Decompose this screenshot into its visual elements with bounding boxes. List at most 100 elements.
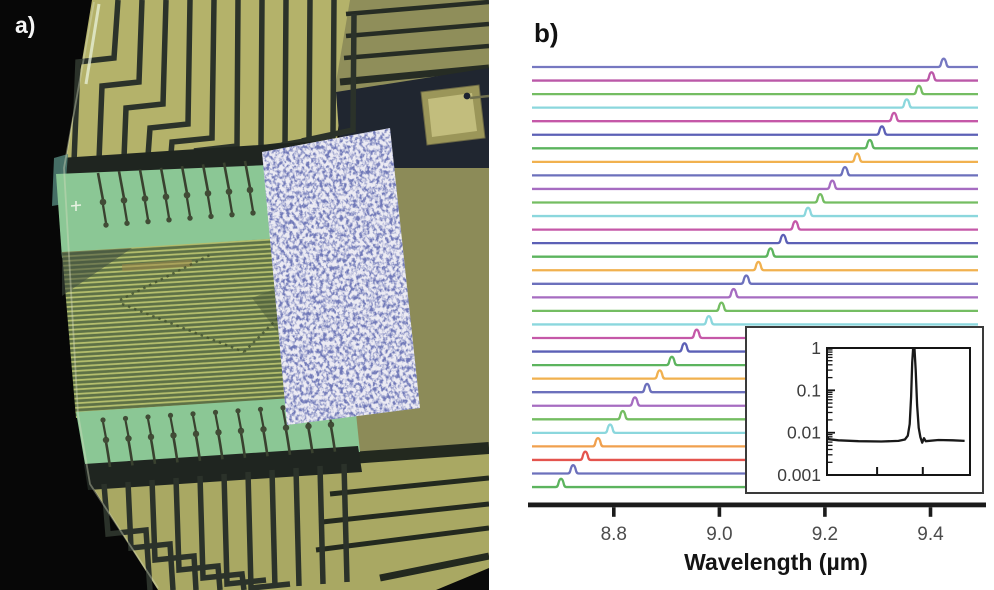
bond-ball: [215, 429, 222, 436]
bond-ball: [280, 405, 286, 411]
spectrum-line-29: [532, 436, 978, 448]
spectrum-line-28: [532, 423, 978, 434]
x-tick-label: 9.4: [917, 524, 944, 545]
photo-corner-shadow: [436, 568, 489, 590]
spectrum-line-14: [532, 233, 978, 245]
panel-a-label: a): [15, 12, 35, 38]
chip-trace: [101, 483, 153, 590]
bond-wire: [236, 412, 243, 430]
chip-edge-glint: [84, 3, 101, 85]
spectrum-line-19: [532, 301, 978, 313]
bond-ball: [145, 218, 151, 225]
chip-trace: [301, 13, 357, 144]
x-axis-title: Wavelength (µm): [684, 549, 868, 575]
chip-edge-highlight: [63, 1, 159, 589]
chip-trace: [341, 463, 350, 583]
bond-ball: [190, 411, 196, 417]
bottom-trace-fan: [101, 463, 350, 590]
chip-trace: [125, 481, 176, 590]
spectrum-line-18: [532, 287, 978, 299]
x-tick: [928, 507, 933, 517]
bond-ball: [187, 215, 193, 221]
bond-wire: [214, 414, 220, 431]
ridge-gold-smudge: [121, 259, 193, 272]
ridge-shadow-left: [62, 248, 132, 296]
inset-ytick-label: 0.01: [787, 423, 821, 443]
spectrum-line-11: [532, 193, 978, 204]
chip-trace: [96, 0, 145, 161]
bond-wire: [104, 441, 112, 468]
spectrum-line-12: [532, 206, 978, 218]
bond-wire: [259, 411, 265, 428]
spectrum-line-25: [532, 382, 978, 394]
bond-wire: [124, 420, 130, 437]
bond-wire: [329, 426, 337, 452]
bond-ball: [250, 210, 256, 216]
bond-ball: [204, 190, 212, 197]
spectrum-line-16: [532, 260, 978, 272]
bond-ball: [125, 435, 132, 442]
spectra-lines: [532, 57, 978, 489]
x-axis-line: [528, 502, 986, 508]
bond-wire: [227, 194, 234, 213]
ridge-diagonal-features: [119, 252, 333, 354]
bond-ball: [229, 211, 235, 218]
bond-wire: [206, 196, 213, 215]
spectrum-line-8: [532, 152, 978, 163]
bond-ball: [225, 188, 233, 195]
spectrum-line-32: [532, 477, 978, 489]
bond-ball: [282, 424, 290, 431]
spectrum-line-2: [532, 71, 978, 82]
spectrum-line-23: [532, 355, 978, 367]
bond-ball: [192, 430, 200, 438]
bottomright-trace-stripes: [295, 442, 489, 582]
inset-ytick-label: 1: [811, 338, 821, 358]
bond-ball: [120, 196, 128, 204]
bond-wire: [122, 203, 129, 222]
bond-ball: [147, 433, 155, 441]
spectrum-line-13: [532, 220, 978, 231]
inset-axes-frame: [826, 347, 971, 476]
bond-wire: [284, 429, 292, 455]
bond-ball: [246, 186, 254, 194]
solder-speckle-noise: [262, 128, 420, 425]
spectrum-line-31: [532, 464, 978, 475]
bond-ball: [305, 423, 312, 430]
chip-trace: [168, 0, 217, 155]
x-tick-label: 9.2: [812, 524, 838, 545]
inset-spectrum-trace: [826, 347, 965, 444]
bond-ball: [327, 421, 335, 428]
bond-wire: [169, 417, 175, 434]
x-tick: [612, 507, 616, 517]
bond-wire: [96, 172, 105, 201]
bond-wire: [222, 162, 231, 190]
bond-ball: [100, 417, 106, 423]
x-tick-label: 8.8: [601, 524, 627, 545]
chip-micrograph-image: a): [0, 0, 489, 590]
bond-ball: [208, 213, 214, 220]
chip-trace: [121, 0, 169, 159]
spectrum-line-9: [532, 165, 978, 177]
bond-wire: [217, 434, 224, 460]
bond-ball: [257, 406, 264, 412]
bond-ball: [103, 222, 109, 228]
inset-ytick-label: 0.1: [797, 380, 821, 400]
bond-wire: [146, 418, 153, 436]
gold-pad-wire: [469, 94, 489, 100]
bond-wire: [159, 167, 168, 196]
bond-ball: [212, 409, 219, 415]
inset-spectrum: 10.10.010.001: [745, 326, 984, 494]
bond-ball: [124, 220, 130, 226]
bond-wire: [262, 431, 269, 457]
bond-wire: [185, 197, 192, 217]
bond-wire: [201, 164, 210, 192]
spectrum-line-22: [532, 342, 978, 353]
bond-ball: [260, 426, 267, 433]
gold-pad-center: [428, 93, 477, 137]
chip-trace: [317, 465, 326, 585]
bond-wire: [117, 171, 126, 199]
spectrum-line-26: [532, 396, 978, 407]
